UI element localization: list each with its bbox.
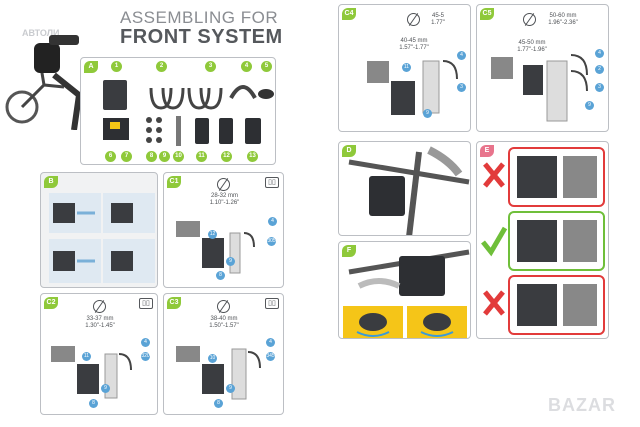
panel-b: B: [40, 172, 158, 288]
diameter-mm: 33-37 mm: [86, 316, 114, 322]
callout-9: 9: [585, 101, 594, 110]
panel-a-label: A: [84, 61, 98, 73]
part-5-callout: 5: [261, 61, 272, 72]
part-13-callout: 13: [247, 151, 258, 162]
diameter-icon: [523, 13, 536, 26]
callout-11: 11: [82, 352, 91, 361]
part-2-callout: 2: [156, 61, 167, 72]
part-10-callout: 10: [173, 151, 184, 162]
callout-12: 12: [208, 230, 217, 239]
diameter-top-in: 1.77": [431, 20, 445, 26]
mount-assembly-illustration: [491, 54, 588, 122]
part-12-callout: 12: [221, 151, 232, 162]
panel-e-label: E: [480, 145, 494, 157]
mount-assembly-illustration: [176, 221, 255, 274]
diameter-in: 1.77"-1.96": [517, 47, 547, 53]
part-6-callout: 6: [105, 151, 116, 162]
panel-b-label: B: [44, 176, 58, 188]
diameter-in: 1.10"-1.26": [209, 200, 240, 206]
panel-c5-label: C5: [480, 8, 494, 20]
part-11-callout: 11: [196, 151, 207, 162]
callout-4: 4: [266, 338, 275, 347]
callout-2: 2: [595, 65, 604, 74]
diameter-mm: 28-32 mm: [210, 193, 238, 199]
panel-a-parts: A 1 2 3 4 5 6 7 8 9 10 11 12 13: [80, 57, 276, 165]
panel-f-illustration: [343, 249, 470, 338]
panel-c4-label: C4: [342, 8, 356, 20]
diameter-mm: 45-50 mm: [518, 40, 546, 46]
book-icon: ▯▯: [265, 298, 279, 309]
callout-9: 9: [226, 257, 235, 266]
panel-c1-label: C1: [167, 176, 181, 188]
panel-c2-label: C2: [44, 297, 58, 309]
panel-e-illustration: [481, 147, 605, 335]
part-4-callout: 4: [241, 61, 252, 72]
title-line-1: ASSEMBLING FOR: [120, 8, 279, 27]
parts-illustration: [103, 80, 274, 146]
part-8-callout: 8: [146, 151, 157, 162]
part-9-callout: 9: [159, 151, 170, 162]
callout-9: 9: [101, 384, 110, 393]
part-7-callout: 7: [121, 151, 132, 162]
panel-d-label: D: [342, 145, 356, 157]
bazar-watermark: BAZAR: [548, 395, 616, 415]
diameter-top-in: 1.96"-2.36": [548, 20, 578, 26]
panel-f-label: F: [342, 245, 356, 257]
callout-10: 10: [208, 354, 217, 363]
callout-4: 4: [595, 49, 604, 58]
callout-11: 11: [402, 63, 411, 72]
panel-d: D: [338, 141, 471, 236]
callout-320: 320: [141, 352, 150, 361]
panel-d-illustration: [348, 146, 470, 235]
mount-assembly-illustration: [367, 60, 458, 115]
diameter-icon: [407, 13, 420, 26]
diameter-icon: [93, 300, 106, 313]
callout-4: 4: [457, 51, 466, 60]
callout-8: 8: [216, 271, 225, 280]
bicycle-child-seat-illustration: [5, 35, 83, 130]
callout-9: 9: [226, 384, 235, 393]
callout-3: 3: [595, 83, 604, 92]
callout-4: 4: [141, 338, 150, 347]
callout-8: 8: [89, 399, 98, 408]
callout-3: 3: [457, 83, 466, 92]
diameter-top-mm: 50-60 mm: [549, 13, 577, 19]
diameter-mm: 40-45 mm: [400, 38, 428, 44]
diameter-in: 1.57"-1.77": [399, 45, 429, 51]
diameter-icon: [217, 300, 230, 313]
callout-345: 345: [266, 352, 275, 361]
callout-9: 9: [423, 109, 432, 118]
title-line-2: FRONT SYSTEM: [120, 26, 283, 48]
diameter-icon: [217, 178, 230, 191]
mount-assembly-illustration: [51, 346, 132, 399]
watermark-text: АВТОЛИ: [22, 28, 60, 38]
diameter-mm: 38-40 mm: [210, 316, 238, 322]
panel-f: F: [338, 241, 471, 339]
callout-8: 8: [214, 399, 223, 408]
diameter-top-mm: 45-5: [431, 13, 444, 19]
panel-b-illustration: [49, 193, 155, 283]
panel-c3-label: C3: [167, 297, 181, 309]
diameter-in: 1.50"-1.57": [209, 323, 239, 329]
panel-e: E: [476, 141, 609, 339]
part-1-callout: 1: [111, 61, 122, 72]
part-3-callout: 3: [205, 61, 216, 72]
book-icon: ▯▯: [139, 298, 153, 309]
book-icon: ▯▯: [265, 177, 279, 188]
callout-305: 305: [267, 237, 276, 246]
diameter-in: 1.30"-1.45": [85, 323, 115, 329]
mount-assembly-illustration: [176, 346, 261, 400]
callout-4: 4: [268, 217, 277, 226]
